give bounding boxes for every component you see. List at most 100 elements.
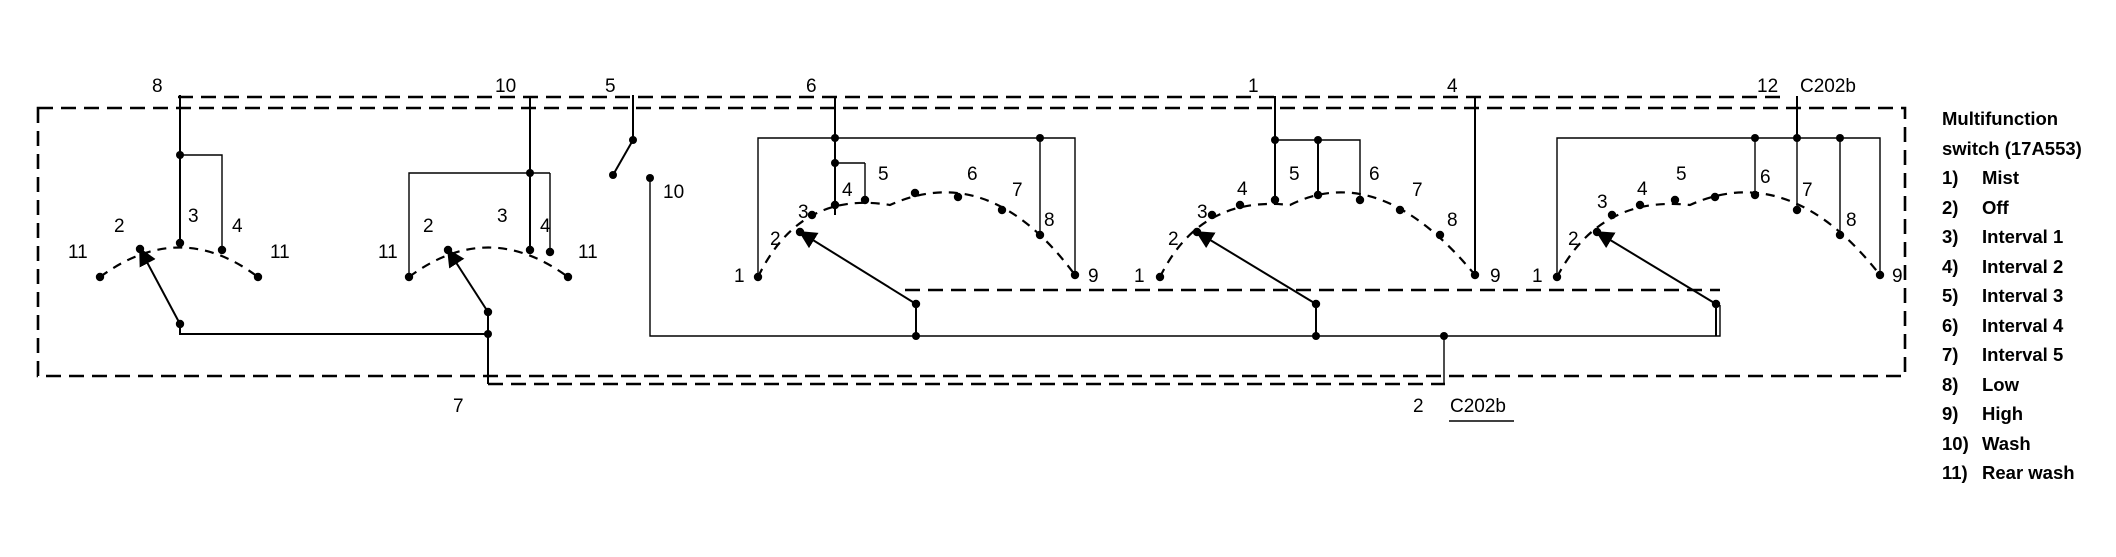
switch-b-label-4: 4 xyxy=(540,216,551,237)
legend-item: 3) Interval 1 xyxy=(1942,222,2112,252)
front-wiper-switch-d xyxy=(1155,96,1480,340)
switch-e-label-6: 6 xyxy=(1760,167,1771,188)
legend-item: 4) Interval 2 xyxy=(1942,252,2112,282)
pin-7-label: 7 xyxy=(453,396,464,417)
switch-e-label-2: 2 xyxy=(1568,229,1579,250)
switch-b-label-11-right: 11 xyxy=(578,242,598,263)
switch-e-label-5: 5 xyxy=(1676,164,1687,185)
legend-item-number: 5) xyxy=(1942,285,1959,306)
switch-b-label-2: 2 xyxy=(423,216,434,237)
legend-title-line-2: switch (17A553) xyxy=(1942,137,2082,159)
legend-item-number: 11) xyxy=(1942,462,1968,483)
switch-e-label-8: 8 xyxy=(1846,210,1857,231)
legend-item: 10) Wash xyxy=(1942,429,2112,459)
switch-a-label-3: 3 xyxy=(188,206,199,227)
legend-item-label: Interval 3 xyxy=(1982,285,2064,306)
pin-12-label: 12 xyxy=(1757,76,1778,97)
switch-c-labels: 1 2 3 4 5 6 7 8 9 xyxy=(734,164,1099,287)
legend-item-number: 2) xyxy=(1942,196,1959,218)
legend-item: 6) Interval 4 xyxy=(1942,311,2112,341)
wash-switch xyxy=(609,95,1721,384)
pin-6-label: 6 xyxy=(806,76,817,97)
switch-e-label-1: 1 xyxy=(1532,266,1543,287)
switch-e-label-7: 7 xyxy=(1802,180,1813,201)
wiring-schematic: 8 10 5 6 1 4 12 C202b 7 2 C202b 11 2 3 4… xyxy=(36,76,1907,422)
wash-contact-label: 10 xyxy=(663,182,684,203)
switch-c-label-8: 8 xyxy=(1044,210,1055,231)
switch-c-label-4: 4 xyxy=(842,180,853,201)
pin-8-label: 8 xyxy=(152,76,163,97)
pin-5-label: 5 xyxy=(605,76,616,97)
connector-pin-labels: 8 10 5 6 1 4 12 C202b 7 2 C202b xyxy=(152,76,1856,422)
pin-4-label: 4 xyxy=(1447,76,1458,97)
switch-housing xyxy=(36,95,1907,386)
switch-e-label-4: 4 xyxy=(1637,179,1648,200)
switch-d-label-4: 4 xyxy=(1237,179,1248,200)
legend-item-number: 10) xyxy=(1942,432,1969,454)
switch-a-label-11-left: 11 xyxy=(68,242,88,263)
switch-a-label-4: 4 xyxy=(232,216,243,237)
legend-item-number: 1) xyxy=(1942,167,1959,188)
legend-item: 1) Mist xyxy=(1942,163,2112,193)
legend-item-label: Interval 4 xyxy=(1982,314,2064,336)
legend-item-label: Interval 2 xyxy=(1982,255,2064,277)
rear-wiper-switch-a xyxy=(95,95,488,335)
legend-item-number: 6) xyxy=(1942,314,1959,336)
switch-d-labels: 1 2 3 4 5 6 7 8 9 xyxy=(1134,164,1501,287)
switch-c-label-3: 3 xyxy=(798,202,809,223)
switch-e-labels: 1 2 3 4 5 6 7 8 9 xyxy=(1532,164,1903,287)
legend-item-label: High xyxy=(1982,403,2024,424)
switch-d-label-6: 6 xyxy=(1369,164,1380,185)
legend-item-label: Off xyxy=(1982,196,2009,218)
switch-c-label-6: 6 xyxy=(967,164,978,185)
switch-e-label-9: 9 xyxy=(1892,266,1903,287)
legend-item: 8) Low xyxy=(1942,370,2112,400)
legend-item: 9) High xyxy=(1942,399,2112,429)
switch-d-label-7: 7 xyxy=(1412,180,1423,201)
pin-10-label: 10 xyxy=(495,76,516,97)
switch-b-label-3: 3 xyxy=(497,206,508,227)
legend-item-label: Interval 1 xyxy=(1982,226,2064,247)
switch-d-label-3: 3 xyxy=(1197,202,1208,223)
legend-item-label: Mist xyxy=(1982,167,2019,188)
legend: Multifunction switch (17A553) 1) Mist 2) Of… xyxy=(1942,104,2112,488)
switch-d-label-8: 8 xyxy=(1447,210,1458,231)
rear-wiper-switch-b xyxy=(404,96,573,384)
legend-item: 5) Interval 3 xyxy=(1942,281,2112,311)
legend-item-number: 9) xyxy=(1942,403,1959,424)
switch-b-label-11-left: 11 xyxy=(378,242,398,263)
top-connector-label: C202b xyxy=(1800,76,1856,97)
legend-item: 7) Interval 5 xyxy=(1942,340,2112,370)
legend-items: 1) Mist 2) Off 3) Interval 1 4) Interval 2 5) Int… xyxy=(1942,163,2112,488)
legend-item-label: Interval 5 xyxy=(1982,344,2064,365)
front-wiper-switch-e xyxy=(1552,96,1885,336)
legend-item-label: Low xyxy=(1982,373,2019,395)
switch-e-label-3: 3 xyxy=(1597,192,1608,213)
switch-d-label-1: 1 xyxy=(1134,266,1145,287)
switch-d-label-2: 2 xyxy=(1168,229,1179,250)
legend-item-number: 4) xyxy=(1942,255,1959,277)
switch-c-label-2: 2 xyxy=(770,229,781,250)
switch-b-labels: 11 2 3 4 11 xyxy=(378,206,598,263)
pin-1-label: 1 xyxy=(1248,76,1259,97)
switch-a-labels: 11 2 3 4 11 xyxy=(68,206,290,263)
switch-c-label-5: 5 xyxy=(878,164,889,185)
legend-item: 11) Rear wash xyxy=(1942,458,2112,488)
front-wiper-switch-c xyxy=(753,96,1080,340)
switch-c-label-9: 9 xyxy=(1088,266,1099,287)
pin-2-label: 2 xyxy=(1413,396,1424,417)
legend-item-label: Rear wash xyxy=(1982,462,2075,483)
switch-a-label-11-right: 11 xyxy=(270,242,290,263)
legend-item-label: Wash xyxy=(1982,432,2031,454)
bottom-connector-label: C202b xyxy=(1450,396,1506,417)
legend-item-number: 3) xyxy=(1942,226,1959,247)
legend-item-number: 7) xyxy=(1942,344,1959,365)
legend-title-line-1: Multifunction xyxy=(1942,108,2059,129)
switch-d-label-5: 5 xyxy=(1289,164,1300,185)
switch-c-label-7: 7 xyxy=(1012,180,1023,201)
switch-c-label-1: 1 xyxy=(734,266,745,287)
switch-d-label-9: 9 xyxy=(1490,266,1501,287)
switch-a-label-2: 2 xyxy=(114,216,125,237)
legend-item-number: 8) xyxy=(1942,373,1959,395)
legend-item: 2) Off xyxy=(1942,193,2112,223)
